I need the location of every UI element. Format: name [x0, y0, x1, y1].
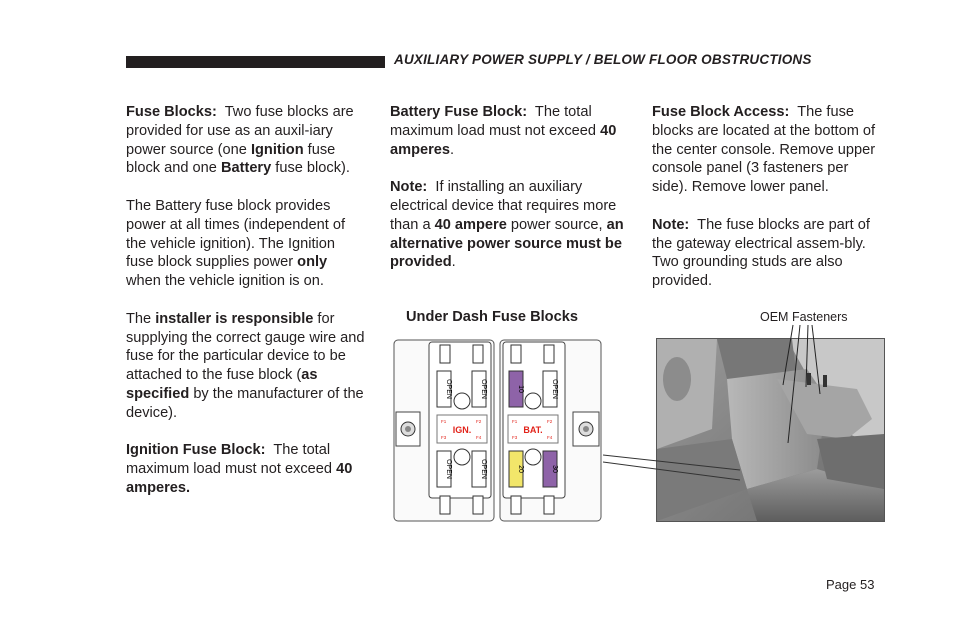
heading-note: Note:	[652, 216, 690, 233]
console-photo	[656, 338, 885, 522]
fuse-30-label: 30	[551, 465, 558, 473]
heading-ignition-fuse-block: Ignition Fuse Block:	[126, 442, 266, 459]
fuse-slot-open	[471, 370, 487, 408]
fuse-10-label: 10	[517, 385, 524, 393]
terminal-icon	[510, 344, 522, 364]
open-label: OPEN	[480, 459, 487, 479]
terminal-icon	[439, 344, 451, 364]
figure-caption: Under Dash Fuse Blocks	[406, 309, 578, 325]
f4-label: F4	[476, 435, 482, 440]
column-2: Battery Fuse Block: The total maximum lo…	[390, 103, 626, 291]
terminal-icon	[543, 344, 555, 364]
page-number: Page 53	[826, 577, 875, 592]
fuse-10-purple	[508, 370, 524, 408]
mount-hole-icon	[524, 392, 542, 410]
header-bar	[126, 56, 385, 68]
oem-fasteners-label: OEM Fasteners	[760, 310, 848, 324]
mount-hole-icon	[524, 448, 542, 466]
page-title: AUXILIARY POWER SUPPLY / BELOW FLOOR OBS…	[394, 52, 812, 67]
heading-note: Note:	[390, 179, 428, 196]
fuse-blocks-diagram: OPEN OPEN F1 F2 F3 F4 IGN. OPEN OPEN 10 …	[393, 339, 602, 522]
terminal-icon	[472, 495, 484, 515]
bat-label-panel	[507, 414, 559, 444]
terminal-icon	[439, 495, 451, 515]
paragraph-battery-power: The Battery fuse block provides power at…	[126, 197, 346, 290]
fuse-30-purple	[542, 450, 558, 488]
fuse-slot-open	[436, 370, 452, 408]
ign-ground-tab	[395, 411, 421, 447]
f1-label: F1	[441, 419, 447, 424]
f3-label: F3	[512, 435, 518, 440]
open-label: OPEN	[445, 459, 452, 479]
open-label: OPEN	[551, 379, 558, 399]
ign-label: IGN.	[453, 425, 472, 435]
open-label: OPEN	[480, 379, 487, 399]
paragraph-ignition-block: Ignition Fuse Block: The total maximum l…	[126, 442, 353, 496]
paragraph-battery-block: Battery Fuse Block: The total maximum lo…	[390, 104, 617, 158]
fuse-slot-open	[471, 450, 487, 488]
bat-label: BAT.	[523, 425, 542, 435]
f4-label: F4	[547, 435, 553, 440]
paragraph-installer: The installer is responsible for supplyi…	[126, 310, 365, 421]
column-3: Fuse Block Access: The fuse blocks are l…	[652, 103, 888, 310]
f2-label: F2	[547, 419, 553, 424]
heading-fuse-blocks: Fuse Blocks:	[126, 104, 217, 120]
heading-battery-fuse-block: Battery Fuse Block:	[390, 104, 528, 120]
fuse-20-label: 20	[517, 465, 524, 473]
terminal-icon	[510, 495, 522, 515]
open-label: OPEN	[445, 379, 452, 399]
heading-fuse-block-access: Fuse Block Access:	[652, 104, 790, 120]
terminal-icon	[472, 344, 484, 364]
terminal-icon	[543, 495, 555, 515]
paragraph-note-gateway: Note: The fuse blocks are part of the ga…	[652, 216, 870, 290]
paragraph-fuse-access: Fuse Block Access: The fuse blocks are l…	[652, 104, 876, 196]
column-1: Fuse Blocks: Two fuse blocks are provide…	[126, 103, 366, 517]
paragraph-note-aux: Note: If installing an auxiliary electri…	[390, 179, 624, 271]
f2-label: F2	[476, 419, 482, 424]
fuse-20-yellow	[508, 450, 524, 488]
mount-hole-icon	[453, 448, 471, 466]
mount-hole-icon	[453, 392, 471, 410]
fuse-slot-open	[436, 450, 452, 488]
f3-label: F3	[441, 435, 447, 440]
ign-label-panel	[436, 414, 488, 444]
fuse-slot-open	[542, 370, 558, 408]
paragraph-fuse-blocks: Fuse Blocks: Two fuse blocks are provide…	[126, 104, 354, 177]
f1-label: F1	[512, 419, 518, 424]
console-photo-image	[657, 339, 884, 521]
